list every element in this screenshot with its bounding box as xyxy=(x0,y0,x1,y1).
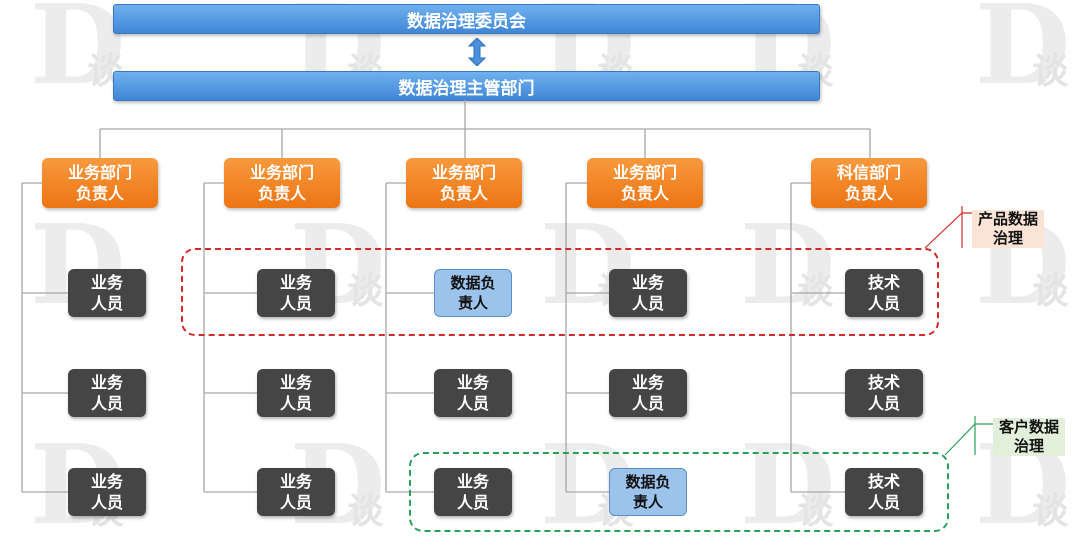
staff-box: 业务人员 xyxy=(609,269,687,317)
staff-box: 业务人员 xyxy=(68,269,146,317)
committee-bar: 数据治理委员会 xyxy=(113,4,820,34)
department-head-box: 业务部门 负责人 xyxy=(224,158,340,208)
staff-box: 业务人员 xyxy=(68,369,146,417)
staff-box: 业务人员 xyxy=(68,468,146,516)
department-title: 业务部门 xyxy=(431,163,496,182)
tech-staff-box: 技术人员 xyxy=(845,269,923,317)
department-title: 科信部门 xyxy=(836,163,901,182)
customer-data-governance-callout: 客户数据 治理 xyxy=(993,418,1065,456)
watermark: D谈 xyxy=(740,420,836,549)
data-owner-box: 数据负责人 xyxy=(434,269,512,317)
department-title: 业务部门 xyxy=(249,163,314,182)
watermark: D谈 xyxy=(740,200,836,329)
staff-box: 业务人员 xyxy=(609,369,687,417)
product-data-governance-callout: 产品数据 治理 xyxy=(972,210,1044,248)
tech-staff-box: 技术人员 xyxy=(845,369,923,417)
tech-staff-box: 技术人员 xyxy=(845,468,923,516)
staff-box: 业务人员 xyxy=(434,468,512,516)
staff-box: 业务人员 xyxy=(434,369,512,417)
department-role: 负责人 xyxy=(620,184,669,203)
department-head-box: 科信部门 负责人 xyxy=(811,158,927,208)
committee-label: 数据治理委员会 xyxy=(407,11,526,32)
department-title: 业务部门 xyxy=(612,163,677,182)
double-arrow-icon xyxy=(468,38,486,66)
department-role: 负责人 xyxy=(439,184,488,203)
management-label: 数据治理主管部门 xyxy=(398,78,535,99)
department-head-box: 业务部门 负责人 xyxy=(42,158,158,208)
staff-box: 业务人员 xyxy=(257,369,335,417)
watermark: D谈 xyxy=(975,0,1071,109)
department-role: 负责人 xyxy=(844,184,893,203)
department-role: 负责人 xyxy=(75,184,124,203)
department-head-box: 业务部门 负责人 xyxy=(406,158,522,208)
data-owner-box: 数据负责人 xyxy=(609,468,687,516)
department-head-box: 业务部门 负责人 xyxy=(587,158,703,208)
management-bar: 数据治理主管部门 xyxy=(113,71,820,101)
customer-data-governance-group xyxy=(409,452,949,532)
staff-box: 业务人员 xyxy=(257,269,335,317)
product-data-governance-group xyxy=(181,248,939,336)
department-title: 业务部门 xyxy=(67,163,132,182)
department-role: 负责人 xyxy=(257,184,306,203)
staff-box: 业务人员 xyxy=(257,468,335,516)
